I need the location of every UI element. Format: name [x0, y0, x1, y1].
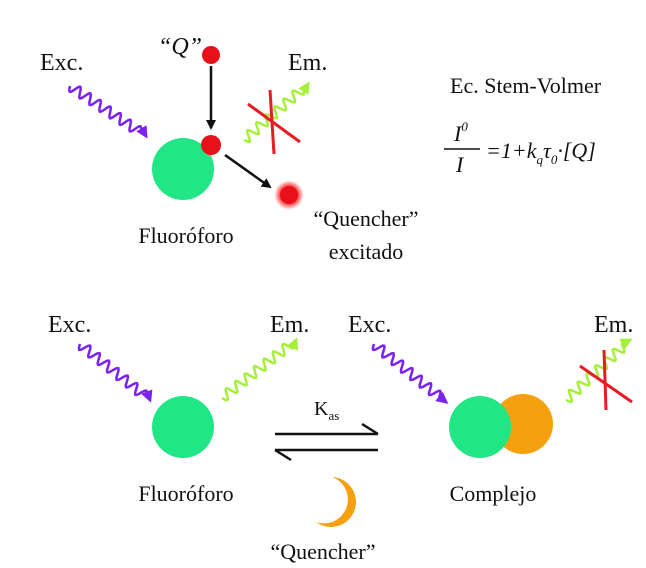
top-exc-label: Exc. — [40, 50, 83, 76]
complex-label: Complejo — [450, 481, 537, 506]
top-excitation-wave — [68, 85, 148, 139]
bottom-left-em-label: Em. — [270, 312, 309, 338]
bottom-right-exc-label: Exc. — [348, 312, 391, 338]
top-emission-wave — [243, 81, 310, 144]
top-fluorophore-label: Fluoróforo — [138, 223, 233, 248]
equation-title: Ec. Stem-Volmer — [450, 73, 602, 98]
bottom-right-excitation-wave — [371, 343, 449, 404]
fluorophore-top — [152, 138, 214, 200]
q-label: “Q” — [158, 34, 202, 60]
fluorophore-bottom — [152, 396, 214, 458]
equilibrium-arrows — [274, 422, 379, 462]
bottom-left-exc-label: Exc. — [48, 312, 91, 338]
equation-rhs: =1+kqτ0·[Q] — [486, 138, 596, 167]
excited-quencher-label-line1: “Quencher” — [313, 206, 418, 231]
bottom-left-emission-wave — [221, 337, 298, 402]
quencher-dot-top — [202, 46, 220, 64]
free-quencher-crescent — [316, 477, 356, 527]
excited-quencher-dot — [280, 186, 298, 204]
bottom-left-excitation-wave — [77, 343, 153, 403]
quencher-bound-dot — [201, 135, 221, 155]
top-emission-blocked-cross — [247, 89, 301, 155]
stern-volmer-equation: Ec. Stem-Volmer I0 I =1+kqτ0·[Q] — [444, 73, 602, 177]
bottom-right-emission-wave — [565, 338, 633, 404]
excited-quencher-label-line2: excitado — [329, 239, 404, 264]
association-constant-label: Kas — [314, 398, 339, 423]
quencher-leave-arrow — [224, 153, 272, 189]
bottom-quencher-label: “Quencher” — [270, 539, 375, 564]
bottom-fluorophore-label: Fluoróforo — [138, 481, 233, 506]
bottom-emission-blocked-cross — [579, 349, 633, 411]
top-em-label: Em. — [288, 50, 327, 76]
equation-denominator: I — [455, 152, 465, 177]
equation-numerator: I0 — [453, 119, 468, 146]
complex-fluorophore — [449, 396, 511, 458]
bottom-right-em-label: Em. — [594, 312, 633, 338]
